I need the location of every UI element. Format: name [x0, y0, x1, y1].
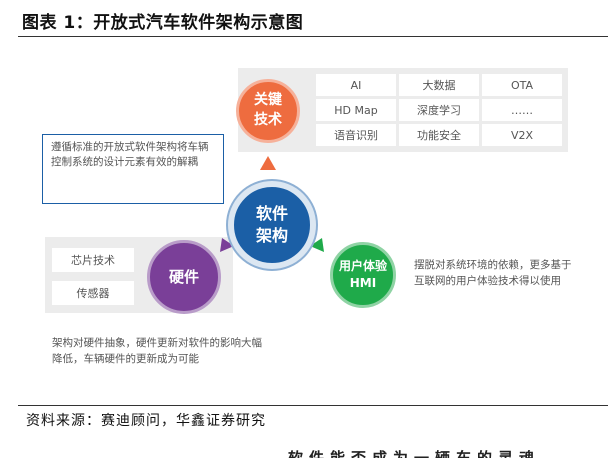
- ux-label-1: 用户体验: [338, 259, 387, 274]
- key-tech-item: ……: [482, 99, 562, 121]
- key-tech-item: OTA: [482, 74, 562, 96]
- key-tech-item: AI: [316, 74, 396, 96]
- ux-label-2: HMI: [349, 276, 377, 290]
- key-tech-item: HD Map: [316, 99, 396, 121]
- source-note: 资料来源：赛迪顾问，华鑫证券研究: [26, 413, 266, 429]
- key-tech-grid: AI 大数据 OTA HD Map 深度学习 …… 语音识别 功能安全 V2X: [316, 74, 562, 146]
- software-description: 遵循标准的开放式软件架构将车辆控制系统的设计元素有效的解耦: [42, 134, 224, 204]
- key-tech-label-2: 技术: [254, 112, 282, 128]
- hardware-item: 芯片技术: [52, 248, 134, 272]
- software-label-1: 软件: [255, 203, 288, 223]
- key-tech-item: 大数据: [399, 74, 479, 96]
- key-tech-item: 功能安全: [399, 124, 479, 146]
- key-tech-item: 语音识别: [316, 124, 396, 146]
- key-tech-label-1: 关键: [254, 92, 282, 109]
- figure-title: 图表 1：开放式汽车软件架构示意图: [22, 13, 304, 33]
- software-architecture-node: 软件 架构: [228, 181, 316, 269]
- top-rule: [18, 36, 608, 37]
- key-tech-item: V2X: [482, 124, 562, 146]
- hardware-node: 硬件: [147, 240, 221, 314]
- arrow-down-left-icon: [220, 238, 234, 252]
- key-tech-item: 深度学习: [399, 99, 479, 121]
- hardware-label: 硬件: [168, 267, 199, 286]
- arrow-up-icon: [260, 156, 276, 170]
- software-label-2: 架构: [255, 226, 288, 245]
- hardware-description: 架构对硬件抽象，硬件更新对软件的影响大幅降低，车辆硬件的更新成为可能: [52, 337, 262, 365]
- hardware-item: 传感器: [52, 281, 134, 305]
- user-experience-node: 用户体验 HMI: [330, 242, 396, 308]
- key-tech-node: 关键 技术: [236, 79, 300, 143]
- arrow-down-right-icon: [310, 238, 324, 252]
- bottom-rule: [18, 405, 608, 406]
- cut-off-text: 软件能否成为一辆车的灵魂: [288, 449, 541, 458]
- ux-description: 摆脱对系统环境的依赖，更多基于互联网的用户体验技术得以使用: [414, 259, 572, 287]
